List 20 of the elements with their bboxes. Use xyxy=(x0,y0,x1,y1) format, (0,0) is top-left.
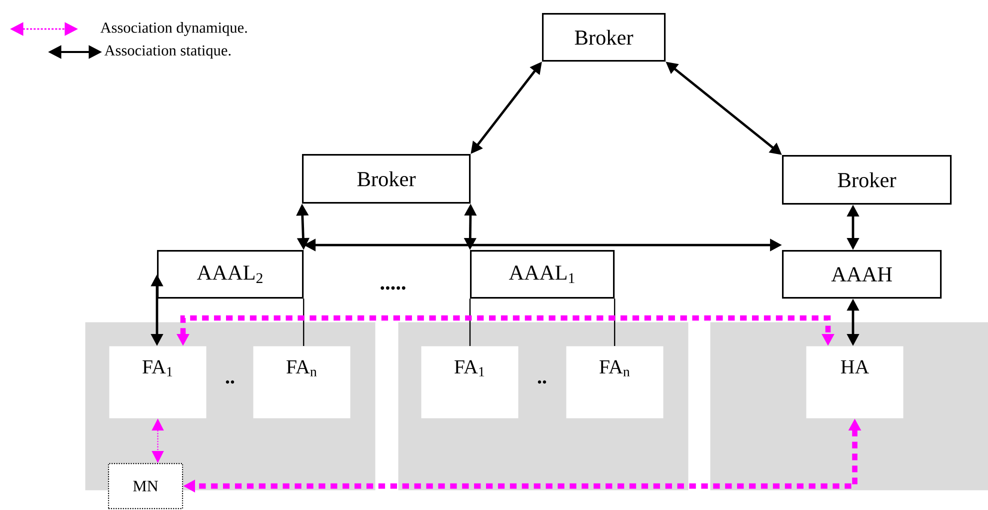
process-box: AAAL$_{1}$ xyxy=(470,250,615,299)
ellipsis-text: .. xyxy=(226,380,234,384)
process-box: Broker xyxy=(302,154,471,204)
connector-line xyxy=(614,298,616,346)
process-box: Broker xyxy=(542,13,666,62)
process-box: AAAH xyxy=(782,250,942,299)
ellipsis-text: .. xyxy=(538,380,546,384)
agent-box: FA$_{n}$ xyxy=(566,346,664,418)
process-box: Broker xyxy=(782,155,952,205)
process-box: AAAL$_{2}$ xyxy=(157,250,304,299)
agent-box: FA$_{n}$ xyxy=(253,346,350,418)
legend-text: Association dynamique. xyxy=(100,22,247,36)
connector-line xyxy=(469,298,471,346)
agent-box: FA$_{1}$ xyxy=(421,346,518,418)
legend-text: Association statique. xyxy=(104,45,231,59)
node-box: MN xyxy=(108,463,184,510)
connector-line xyxy=(303,298,304,346)
agent-box: FA$_{1}$ xyxy=(109,346,206,418)
ellipsis-text: ..... xyxy=(380,286,406,290)
agent-box: HA xyxy=(806,346,904,418)
